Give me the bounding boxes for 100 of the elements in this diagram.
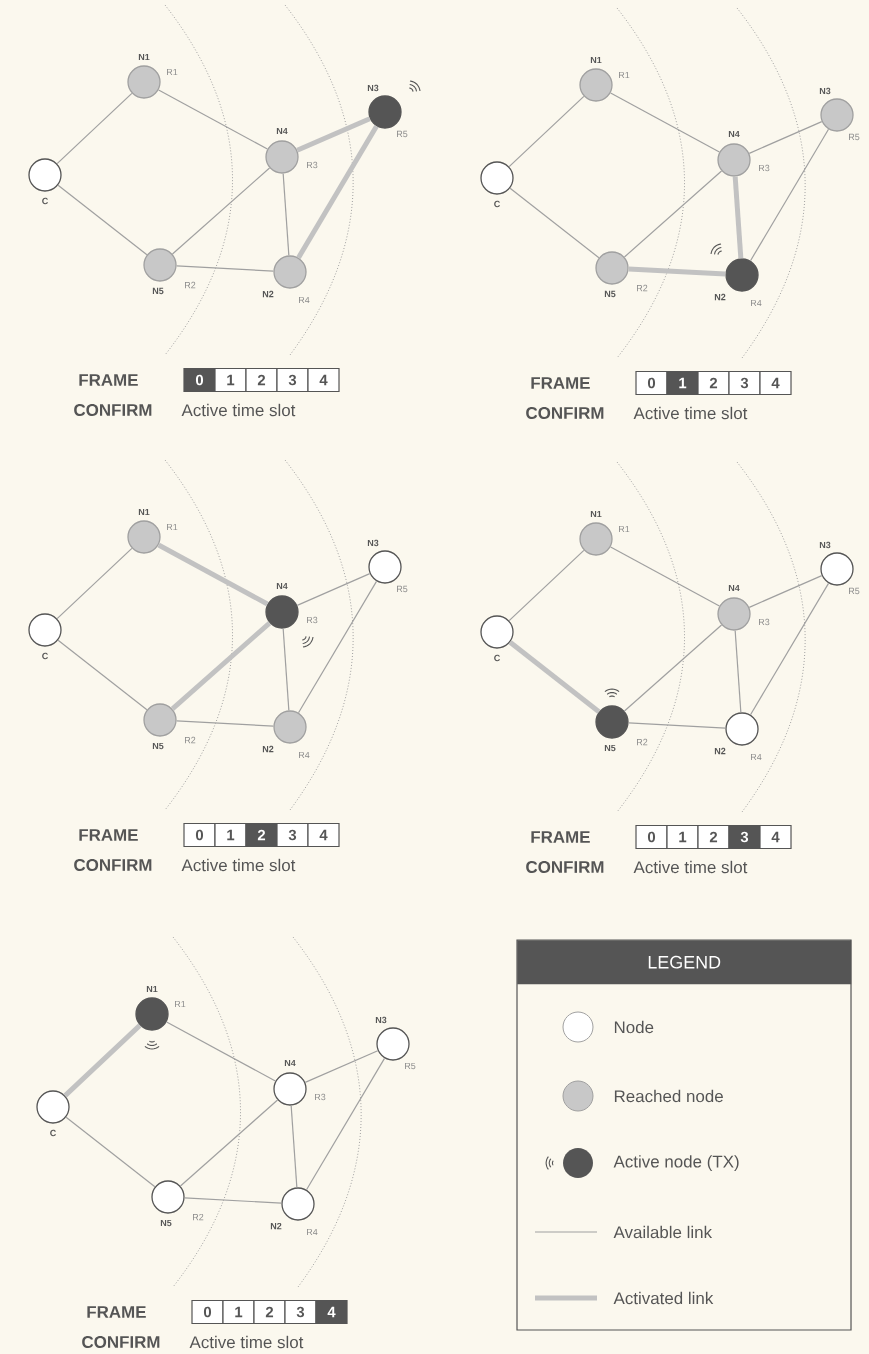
node-label: N1 [590, 510, 602, 518]
node-label: N2 [714, 747, 726, 755]
frame-label: FRAME [87, 1306, 146, 1318]
link-line [623, 624, 723, 712]
node-label: N2 [714, 293, 726, 301]
frame-label: FRAME [531, 831, 590, 843]
link-line [732, 176, 744, 259]
link-line [628, 722, 726, 729]
range-label: R2 [637, 284, 648, 292]
link-line [158, 89, 268, 150]
range-label: R3 [759, 618, 770, 626]
time-slot: 0 [635, 370, 668, 396]
link-line [296, 573, 371, 606]
range-label: R5 [397, 585, 408, 593]
time-slot: 3 [284, 1299, 317, 1325]
time-slot: 2 [697, 824, 730, 850]
frame-label: FRAME [79, 829, 138, 841]
link-line [628, 266, 726, 277]
slot-caption: Active time slot [189, 1335, 304, 1349]
link-line [297, 580, 378, 714]
node-label: N4 [728, 130, 740, 138]
link-line [623, 170, 723, 258]
range-label: R3 [315, 1093, 326, 1101]
time-slot: 0 [183, 367, 216, 393]
node-label: N3 [367, 84, 379, 92]
range-label: R4 [299, 751, 310, 759]
node-label: N5 [152, 742, 164, 750]
time-slot: 4 [307, 822, 340, 848]
time-slot: 0 [183, 822, 216, 848]
link-line [508, 549, 585, 622]
node-label: N3 [819, 87, 831, 95]
time-slot: 3 [276, 822, 309, 848]
slot-caption: Active time slot [633, 860, 748, 874]
node-label: N5 [604, 290, 616, 298]
node-label: N4 [728, 584, 740, 592]
range-label: R3 [759, 164, 770, 172]
time-slot: 2 [697, 370, 730, 396]
node-label: C [42, 197, 48, 205]
range-label: R3 [307, 161, 318, 169]
link-line [57, 184, 148, 256]
link-line [610, 546, 720, 607]
link-line [282, 173, 290, 256]
node-label: N4 [276, 127, 288, 135]
range-label: R1 [619, 525, 630, 533]
link-line [282, 628, 290, 711]
link-line [176, 265, 274, 272]
legend-text: Reached node [614, 1089, 723, 1103]
node-label: N3 [375, 1016, 387, 1024]
link-line [57, 639, 148, 711]
node-label: N3 [367, 539, 379, 547]
link-line [65, 1116, 156, 1188]
time-slot: 2 [245, 822, 278, 848]
link-line [508, 95, 585, 168]
link-line [296, 116, 371, 153]
range-label: R4 [307, 1228, 318, 1236]
time-slot: 1 [222, 1299, 255, 1325]
link-line [166, 1021, 276, 1082]
frame-label: CONFIRM [74, 859, 152, 871]
node-label: N2 [270, 1222, 282, 1230]
link-line [176, 720, 274, 727]
link-line [157, 542, 269, 607]
link-line [509, 187, 600, 259]
time-slot: 3 [276, 367, 309, 393]
node-label: N1 [138, 53, 150, 61]
link-line [170, 621, 272, 711]
link-line [748, 121, 823, 154]
slot-caption: Active time slot [181, 403, 296, 417]
range-label: R3 [307, 616, 318, 624]
range-label: R5 [397, 130, 408, 138]
legend-text: Activated link [613, 1291, 714, 1305]
legend-header: LEGEND [517, 940, 852, 985]
range-label: R1 [167, 523, 178, 531]
link-line [749, 582, 830, 716]
frame-label: FRAME [531, 377, 590, 389]
range-label: R2 [185, 736, 196, 744]
time-slot: 3 [728, 824, 761, 850]
time-slot: 1 [666, 370, 699, 396]
link-line [56, 547, 133, 620]
time-slot: 4 [315, 1299, 348, 1325]
node-label: N3 [819, 541, 831, 549]
time-slot: 0 [191, 1299, 224, 1325]
node-label: C [494, 654, 500, 662]
node-label: N1 [138, 508, 150, 516]
node-label: C [42, 652, 48, 660]
link-line [171, 167, 271, 255]
range-label: R1 [619, 71, 630, 79]
link-line [290, 1105, 298, 1188]
frame-label: CONFIRM [74, 404, 152, 416]
node-label: N5 [604, 744, 616, 752]
link-line [749, 128, 830, 262]
node-label: N4 [276, 582, 288, 590]
link-line [184, 1197, 282, 1204]
frame-label: CONFIRM [526, 407, 604, 419]
range-label: R2 [637, 738, 648, 746]
range-label: R5 [405, 1062, 416, 1070]
node-label: N5 [160, 1219, 172, 1227]
link-line [305, 1057, 386, 1191]
range-label: R2 [185, 281, 196, 289]
frame-label: CONFIRM [82, 1336, 160, 1348]
time-slot: 4 [307, 367, 340, 393]
